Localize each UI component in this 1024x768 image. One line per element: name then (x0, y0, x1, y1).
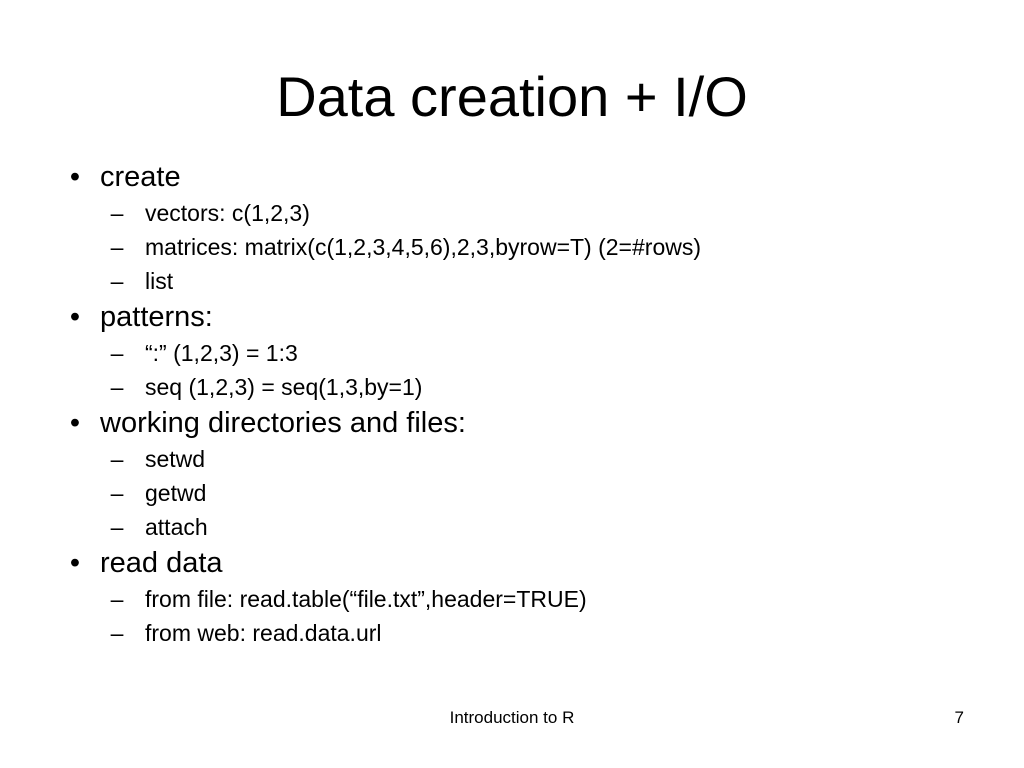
bullet-icon: • (69, 547, 81, 579)
sub-item-text: attach (145, 514, 208, 540)
sub-item: –vectors: c(1,2,3) (100, 196, 978, 230)
sub-item: –list (100, 264, 978, 298)
dash-icon: – (110, 340, 124, 366)
dash-icon: – (110, 374, 124, 400)
dash-icon: – (110, 514, 124, 540)
bullet-icon: • (69, 407, 81, 439)
dash-icon: – (110, 268, 124, 294)
bullet-icon: • (69, 161, 81, 193)
sub-item-text: from file: read.table(“file.txt”,header=… (145, 586, 587, 612)
sub-list: –setwd –getwd –attach (100, 442, 978, 544)
bullet-text: create (100, 161, 181, 193)
sub-item: –attach (100, 510, 978, 544)
sub-item: –setwd (100, 442, 978, 476)
sub-item-text: seq (1,2,3) = seq(1,3,by=1) (145, 374, 423, 400)
bullet-item-create: • create –vectors: c(1,2,3) –matrices: m… (58, 158, 978, 298)
sub-item: –matrices: matrix(c(1,2,3,4,5,6),2,3,byr… (100, 230, 978, 264)
dash-icon: – (110, 586, 124, 612)
dash-icon: – (110, 200, 124, 226)
bullet-item-working-directories: • working directories and files: –setwd … (58, 404, 978, 544)
dash-icon: – (110, 620, 124, 646)
footer-title: Introduction to R (449, 708, 575, 727)
bullet-item-patterns: • patterns: –“:” (1,2,3) = 1:3 –seq (1,2… (58, 298, 978, 404)
sub-item-text: getwd (145, 480, 207, 506)
sub-list: –vectors: c(1,2,3) –matrices: matrix(c(1… (100, 196, 978, 298)
bullet-text: patterns: (100, 301, 213, 333)
sub-item-text: from web: read.data.url (145, 620, 382, 646)
sub-item: –from file: read.table(“file.txt”,header… (100, 582, 978, 616)
sub-item-text: list (145, 268, 174, 294)
sub-item-text: matrices: matrix(c(1,2,3,4,5,6),2,3,byro… (145, 234, 701, 260)
slide-title: Data creation + I/O (276, 65, 748, 128)
sub-item: –getwd (100, 476, 978, 510)
sub-list: –“:” (1,2,3) = 1:3 –seq (1,2,3) = seq(1,… (100, 336, 978, 404)
slide-content: • create –vectors: c(1,2,3) –matrices: m… (58, 158, 978, 650)
bullet-list: • create –vectors: c(1,2,3) –matrices: m… (58, 158, 978, 650)
page-number: 7 (954, 708, 964, 727)
sub-list: –from file: read.table(“file.txt”,header… (100, 582, 978, 650)
bullet-text: read data (100, 547, 223, 579)
sub-item: –“:” (1,2,3) = 1:3 (100, 336, 978, 370)
sub-item-text: setwd (145, 446, 206, 472)
bullet-icon: • (69, 301, 81, 333)
sub-item-text: “:” (1,2,3) = 1:3 (145, 340, 298, 366)
dash-icon: – (110, 446, 124, 472)
bullet-text: working directories and files: (100, 407, 466, 439)
sub-item: –from web: read.data.url (100, 616, 978, 650)
bullet-item-read-data: • read data –from file: read.table(“file… (58, 544, 978, 650)
dash-icon: – (110, 234, 124, 260)
dash-icon: – (110, 480, 124, 506)
sub-item: –seq (1,2,3) = seq(1,3,by=1) (100, 370, 978, 404)
sub-item-text: vectors: c(1,2,3) (145, 200, 310, 226)
